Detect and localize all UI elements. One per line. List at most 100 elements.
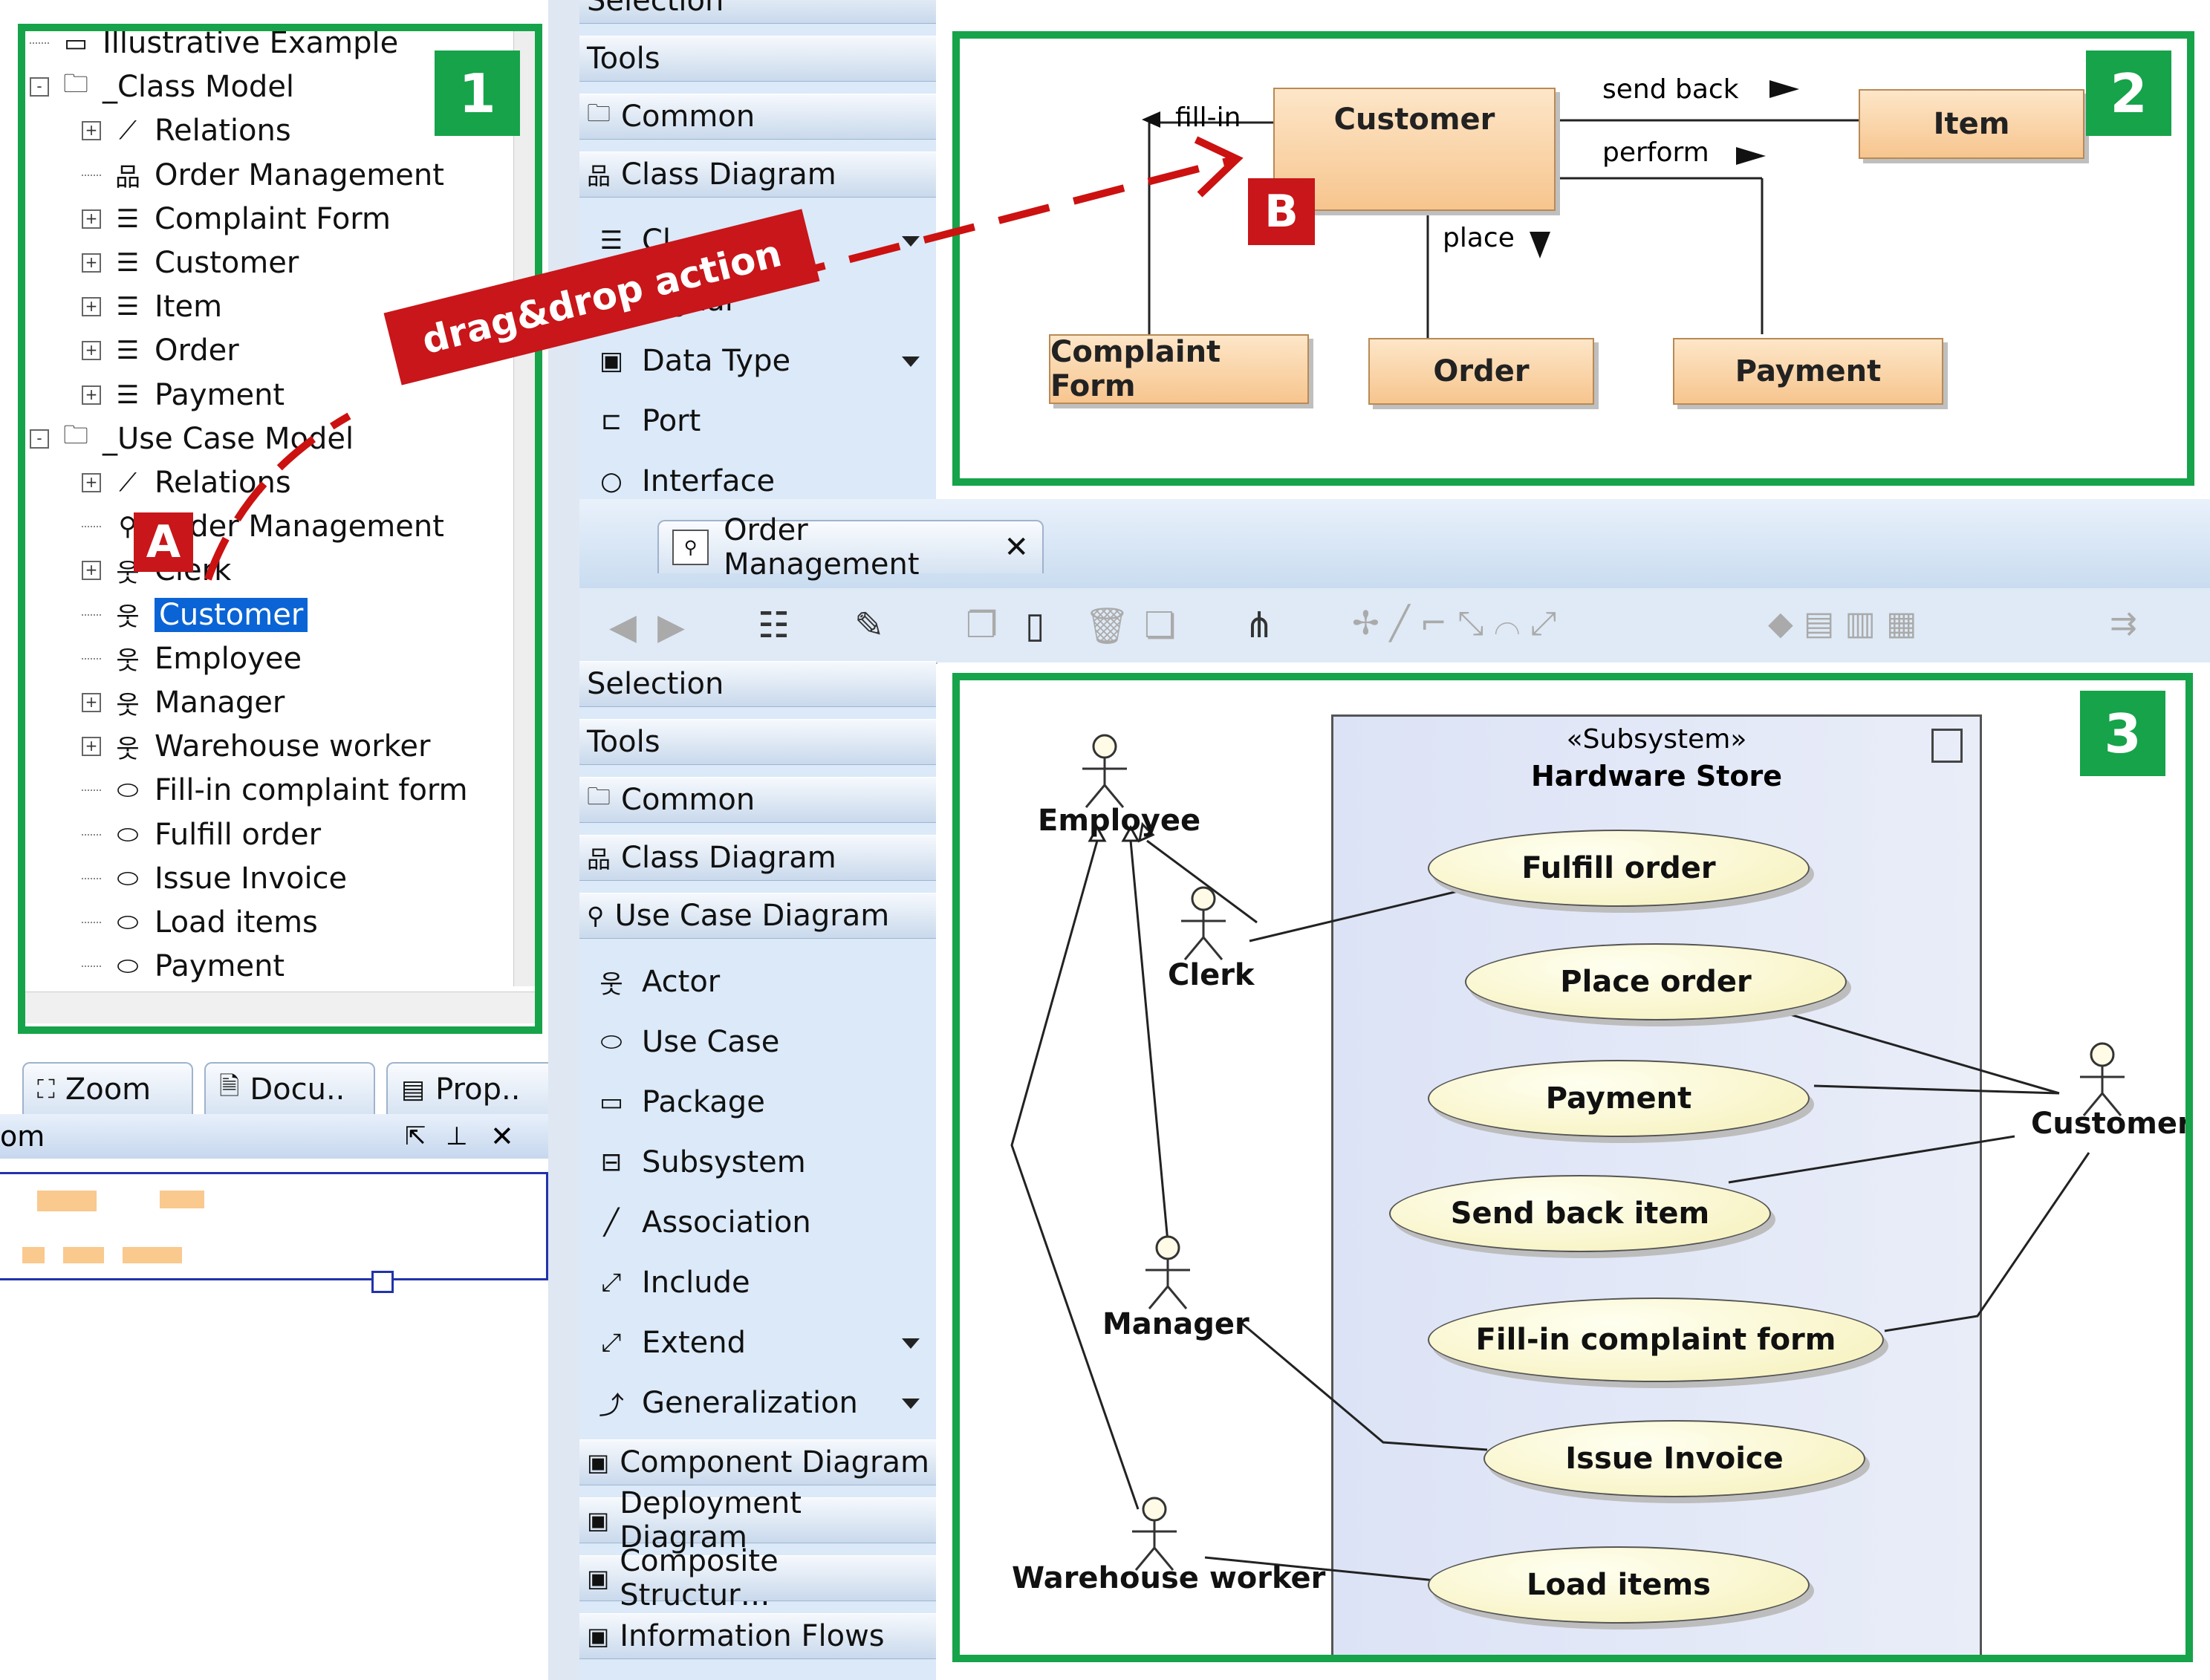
class-payment[interactable]: Payment [1673,338,1943,405]
expand-toggle-icon[interactable]: + [82,473,101,492]
palette-group-common[interactable]: 🗀Common [579,94,936,140]
expand-toggle-icon[interactable]: + [82,737,101,757]
class-customer[interactable]: Customer [1273,88,1556,211]
usecase-send-back-item[interactable]: Send back item [1389,1175,1771,1252]
path-tools-icon[interactable]: ✢ ╱ ⌐ ⤡ ⌒ ⤢ [1352,605,1557,642]
paste-icon[interactable]: ▯ [1025,605,1045,646]
back-icon[interactable]: ◀ [609,606,637,648]
tree-item[interactable]: +⟋Relations [82,110,291,152]
actor-clerk-icon[interactable] [1170,885,1237,967]
actor-warehouse-icon[interactable] [1121,1496,1188,1578]
restore-icon[interactable]: ⇱ [405,1121,426,1151]
dropdown-arrow-icon[interactable] [902,236,920,247]
usecase-fulfill-order[interactable]: Fulfill order [1428,830,1810,907]
actor-manager-icon[interactable] [1134,1234,1201,1316]
zoom-preview[interactable] [0,1172,548,1293]
palette-group-tools[interactable]: Tools [579,719,936,765]
palette-group-componentdiagram[interactable]: ▣Component Diagram [579,1439,936,1485]
tree-vertical-scrollbar[interactable] [513,28,536,986]
format-tools-icon[interactable]: ◆ ▤ ▥ ▦ [1768,605,1917,642]
copy-icon[interactable]: ❐ [966,605,998,646]
expand-toggle-icon[interactable]: + [82,121,101,141]
tree-item[interactable]: ▭Illustrative Example [30,28,398,64]
palette-group-usecasediagram[interactable]: ⚲Use Case Diagram [579,893,936,939]
palette-tool-subsystem[interactable]: ⊟Subsystem [579,1134,936,1191]
tree-layout-icon[interactable]: ☷ [758,605,790,646]
expand-toggle-icon[interactable]: + [82,693,101,712]
class-order[interactable]: Order [1368,338,1594,405]
usecase-issue-invoice[interactable]: Issue Invoice [1483,1420,1865,1497]
class-complaint-form[interactable]: Complaint Form [1049,334,1309,404]
tree-item[interactable]: +☰Order [82,330,239,371]
close-icon[interactable]: ✕ [490,1120,514,1153]
expand-toggle-icon[interactable]: + [82,341,101,361]
palette-group-common[interactable]: 🗀Common [579,777,936,823]
tree-item[interactable]: +☰Item [82,286,222,328]
expand-toggle-icon[interactable]: + [82,297,101,317]
tree-item[interactable]: +⟋Relations [82,462,291,504]
tree-horizontal-scrollbar[interactable] [22,992,536,1023]
expand-toggle-icon[interactable]: - [30,77,49,97]
palette-group-deploymentdiagram[interactable]: ▣Deployment Diagram [579,1486,936,1554]
palette-group-tools[interactable]: Tools [579,36,936,82]
palette-group-informationflows[interactable]: ▣Information Flows [579,1613,936,1659]
tree-item[interactable]: -🗀_Class Model [30,66,294,108]
clone-icon[interactable]: ❏ [1144,605,1177,646]
tab-order-management[interactable]: ⚲ Order Management ✕ [657,513,1044,582]
palette-group-selection[interactable]: Selection [579,661,936,707]
palette-tool-extend[interactable]: ⤢Extend [579,1315,936,1371]
usecase-fill-in-complaint-form[interactable]: Fill-in complaint form [1428,1298,1884,1382]
tree-item[interactable]: ⬭Fulfill order [82,814,321,856]
palette-tool-usecase[interactable]: ⬭Use Case [579,1014,936,1070]
forward-icon[interactable]: ▶ [657,606,685,648]
palette-tool-datatype[interactable]: ▣Data Type [579,333,936,389]
palette-group-selection[interactable]: Selection [579,0,936,24]
usecase-place-order[interactable]: Place order [1465,943,1847,1020]
pin-icon[interactable]: ⊥ [446,1121,468,1151]
splitter[interactable] [548,0,579,1680]
actor-customer-icon[interactable] [2069,1041,2136,1123]
delete-icon[interactable]: 🗑 [1085,605,1130,647]
expand-toggle-icon[interactable]: + [82,561,101,581]
palette-tool-interface[interactable]: ○Interface [579,453,936,509]
usecase-load-items[interactable]: Load items [1428,1546,1810,1624]
usecase-payment[interactable]: Payment [1428,1060,1810,1137]
dropdown-arrow-icon[interactable] [902,1399,920,1409]
tree-item[interactable]: -🗀_Use Case Model [30,418,354,460]
palette-tool-generalization[interactable]: ⤴Generalization [579,1375,936,1431]
palette-tool-include[interactable]: ⤢Include [579,1254,936,1311]
tree-item[interactable]: ⬭Load items [82,902,318,943]
palette-group-compositestructur[interactable]: ▣Composite Structur… [579,1544,936,1612]
expand-toggle-icon[interactable]: + [82,209,101,229]
tab-zoom[interactable]: ⛶Zoom [22,1062,193,1116]
more-tools-icon[interactable]: ⇉ [2110,605,2137,642]
tree-item[interactable]: ⬭Fill-in complaint form [82,769,468,811]
tree-item[interactable]: +☰Complaint Form [82,198,391,240]
class-item[interactable]: Item [1859,89,2084,159]
palette-tool-package[interactable]: ▭Package [579,1074,936,1130]
tab-close-icon[interactable]: ✕ [1004,530,1029,564]
hierarchy-icon[interactable]: ⋔ [1244,605,1275,646]
edit-icon[interactable]: ✎ [854,605,885,646]
palette-tool-association[interactable]: ╱Association [579,1194,936,1251]
dropdown-arrow-icon[interactable] [902,356,920,367]
zoom-viewport-handle[interactable] [371,1271,394,1293]
tab-prop[interactable]: ▤Prop.. [386,1062,557,1116]
tree-item[interactable]: ⬭Issue Invoice [82,858,347,899]
tree-item[interactable]: ⬭Payment [82,945,285,987]
tree-item[interactable]: +☰Customer [82,242,299,284]
dropdown-arrow-icon[interactable] [902,1338,920,1349]
expand-toggle-icon[interactable]: + [82,385,101,405]
tree-item[interactable]: +☰Payment [82,374,285,416]
actor-employee-icon[interactable] [1071,733,1138,815]
expand-toggle-icon[interactable]: - [30,429,49,449]
tab-docu[interactable]: 🗎Docu.. [204,1062,375,1116]
